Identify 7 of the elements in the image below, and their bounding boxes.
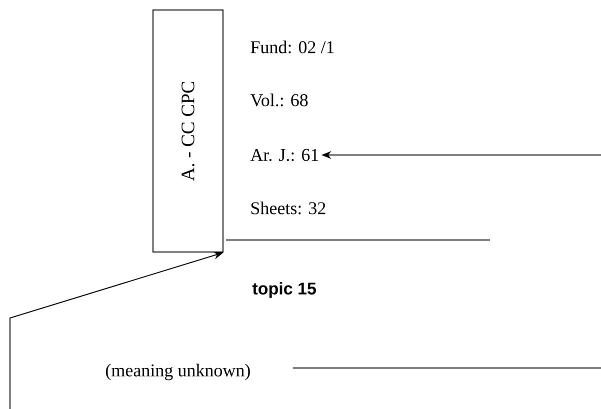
text-label: Sheets: 32 <box>251 202 326 214</box>
text-label: (meaning unknown) <box>106 364 250 380</box>
text-label: Fund: 02 /1 <box>250 40 334 54</box>
text-label: Ar. J.: 61 <box>250 148 318 162</box>
heading: topic 15 <box>252 282 316 298</box>
text-label: Vol.: 68 <box>250 94 308 106</box>
label-box: A. - CC CPC <box>152 10 224 252</box>
